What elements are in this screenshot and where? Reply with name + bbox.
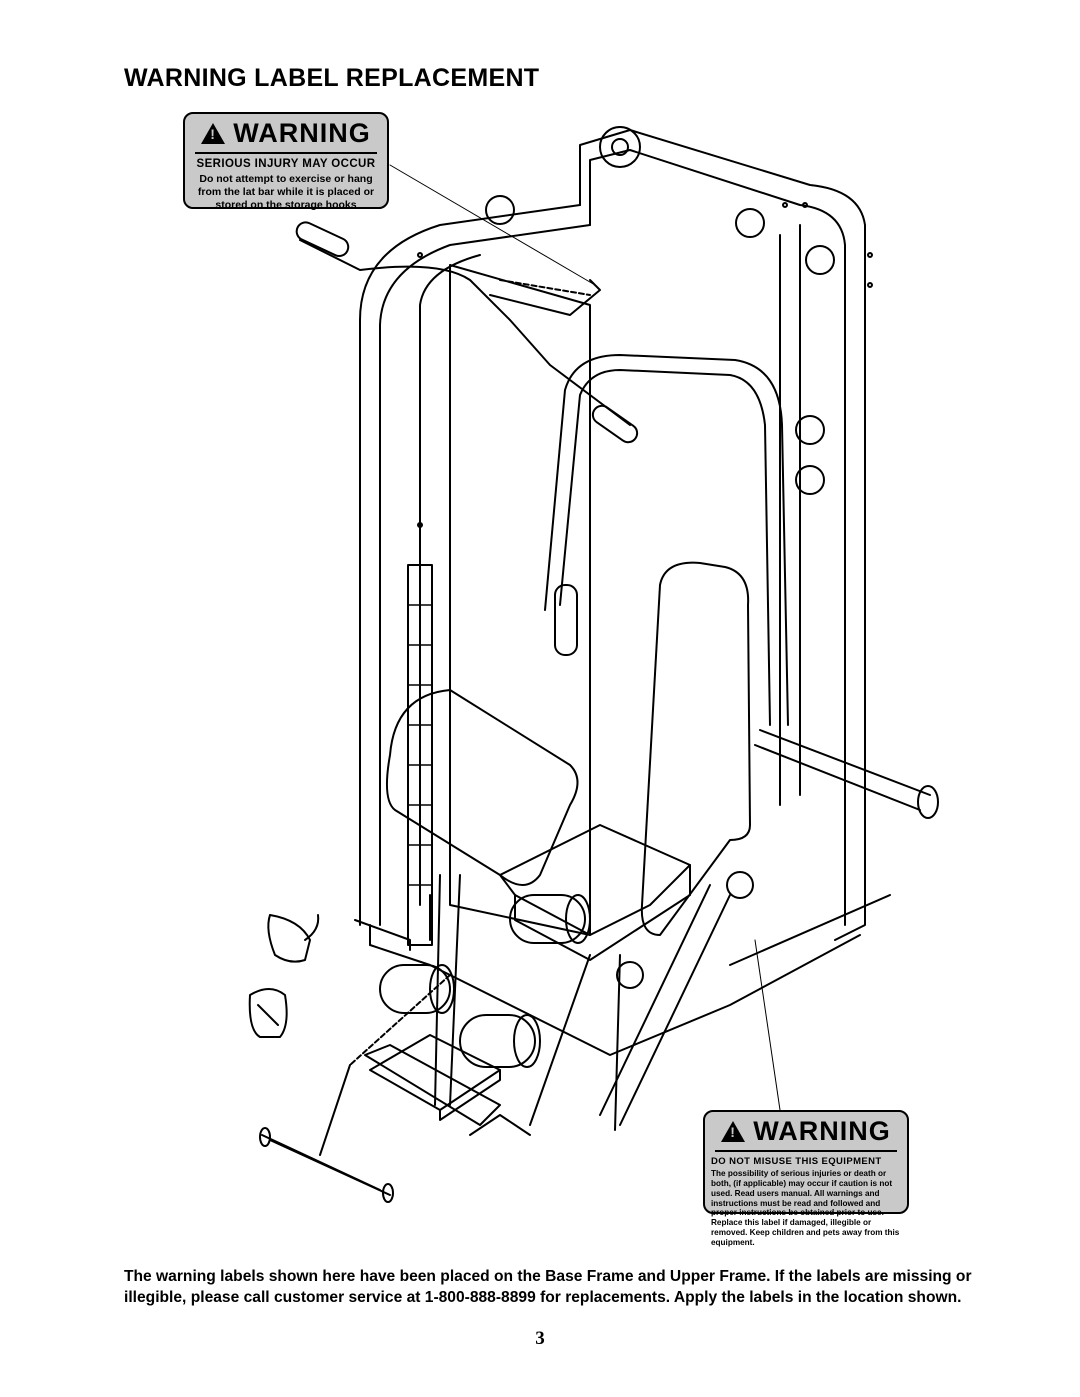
page-number: 3 xyxy=(535,1328,545,1349)
home-gym-illustration xyxy=(170,105,970,1250)
page-title: WARNING LABEL REPLACEMENT xyxy=(124,64,540,92)
warning-label-upper-frame: WARNING SERIOUS INJURY MAY OCCUR Do not … xyxy=(183,112,389,211)
warning-header: WARNING xyxy=(191,120,381,147)
warning-subheading: DO NOT MISUSE THIS EQUIPMENT xyxy=(711,1156,882,1167)
warning-triangle-icon xyxy=(721,1121,746,1142)
warning-triangle-icon xyxy=(201,123,226,144)
warning-subheading: SERIOUS INJURY MAY OCCUR xyxy=(196,158,376,170)
warning-label-base-frame: WARNING DO NOT MISUSE THIS EQUIPMENT The… xyxy=(703,1110,909,1247)
caption-paragraph: The warning labels shown here have been … xyxy=(124,1268,972,1307)
warning-body-text: Do not attempt to exercise or hang from … xyxy=(197,173,375,211)
warning-header: WARNING xyxy=(711,1118,901,1145)
warning-body-text: The possibility of serious injuries or d… xyxy=(711,1169,900,1247)
label-divider xyxy=(715,1150,897,1152)
warning-heading: WARNING xyxy=(233,118,371,148)
label-divider xyxy=(195,152,377,154)
warning-heading: WARNING xyxy=(753,1116,891,1146)
